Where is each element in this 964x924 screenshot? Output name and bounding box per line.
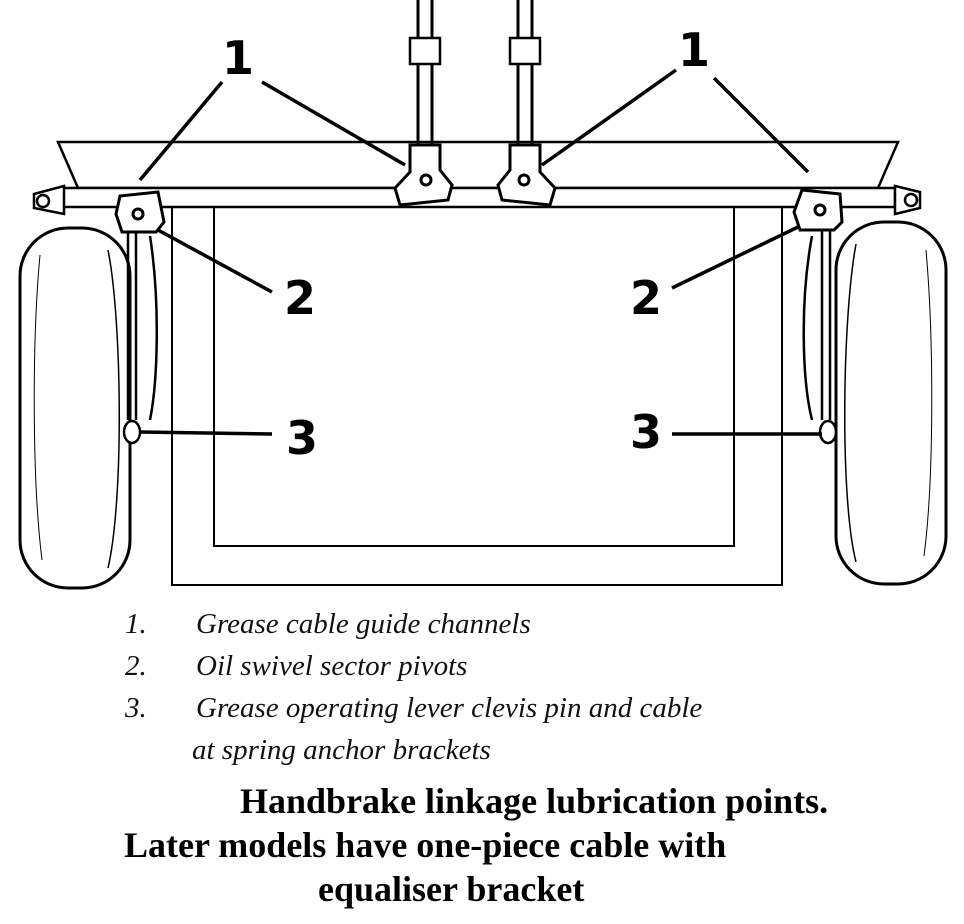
legend-continuation: at spring anchor brackets xyxy=(192,734,491,766)
swivel-sectors xyxy=(114,188,844,234)
body-panel xyxy=(56,140,900,190)
cable-adjuster-nuts xyxy=(408,36,542,66)
caption-line-1: Handbrake linkage lubrication points. xyxy=(240,781,829,821)
legend-number: 2. xyxy=(125,650,147,682)
axle xyxy=(32,184,922,216)
operating-levers xyxy=(126,230,832,421)
legend-text: Grease cable guide channels xyxy=(196,608,531,640)
legend-text: Oil swivel sector pivots xyxy=(196,650,468,682)
callout-3-left: 3 xyxy=(286,411,318,465)
handbrake-cables xyxy=(416,0,534,145)
caption-line-3: equaliser bracket xyxy=(318,869,585,909)
handbrake-linkage-diagram: 1 1 2 2 3 3 xyxy=(18,0,948,590)
cable-guide-channels xyxy=(393,143,557,207)
callout-1-left: 1 xyxy=(222,31,254,85)
leader-lines xyxy=(138,68,822,436)
left-wheel xyxy=(18,226,132,590)
callout-2-left: 2 xyxy=(284,271,316,325)
callout-1-right: 1 xyxy=(678,23,710,77)
callout-3-right: 3 xyxy=(630,405,662,459)
caption-line-2: Later models have one-piece cable with xyxy=(124,825,727,865)
legend-number: 3. xyxy=(125,692,147,724)
spring-anchor-brackets xyxy=(122,419,838,445)
legend-text: Grease operating lever clevis pin and ca… xyxy=(196,692,703,724)
right-wheel xyxy=(834,220,948,586)
legend-number: 1. xyxy=(125,608,147,640)
chassis-outline xyxy=(171,177,783,586)
callout-2-right: 2 xyxy=(630,271,662,325)
